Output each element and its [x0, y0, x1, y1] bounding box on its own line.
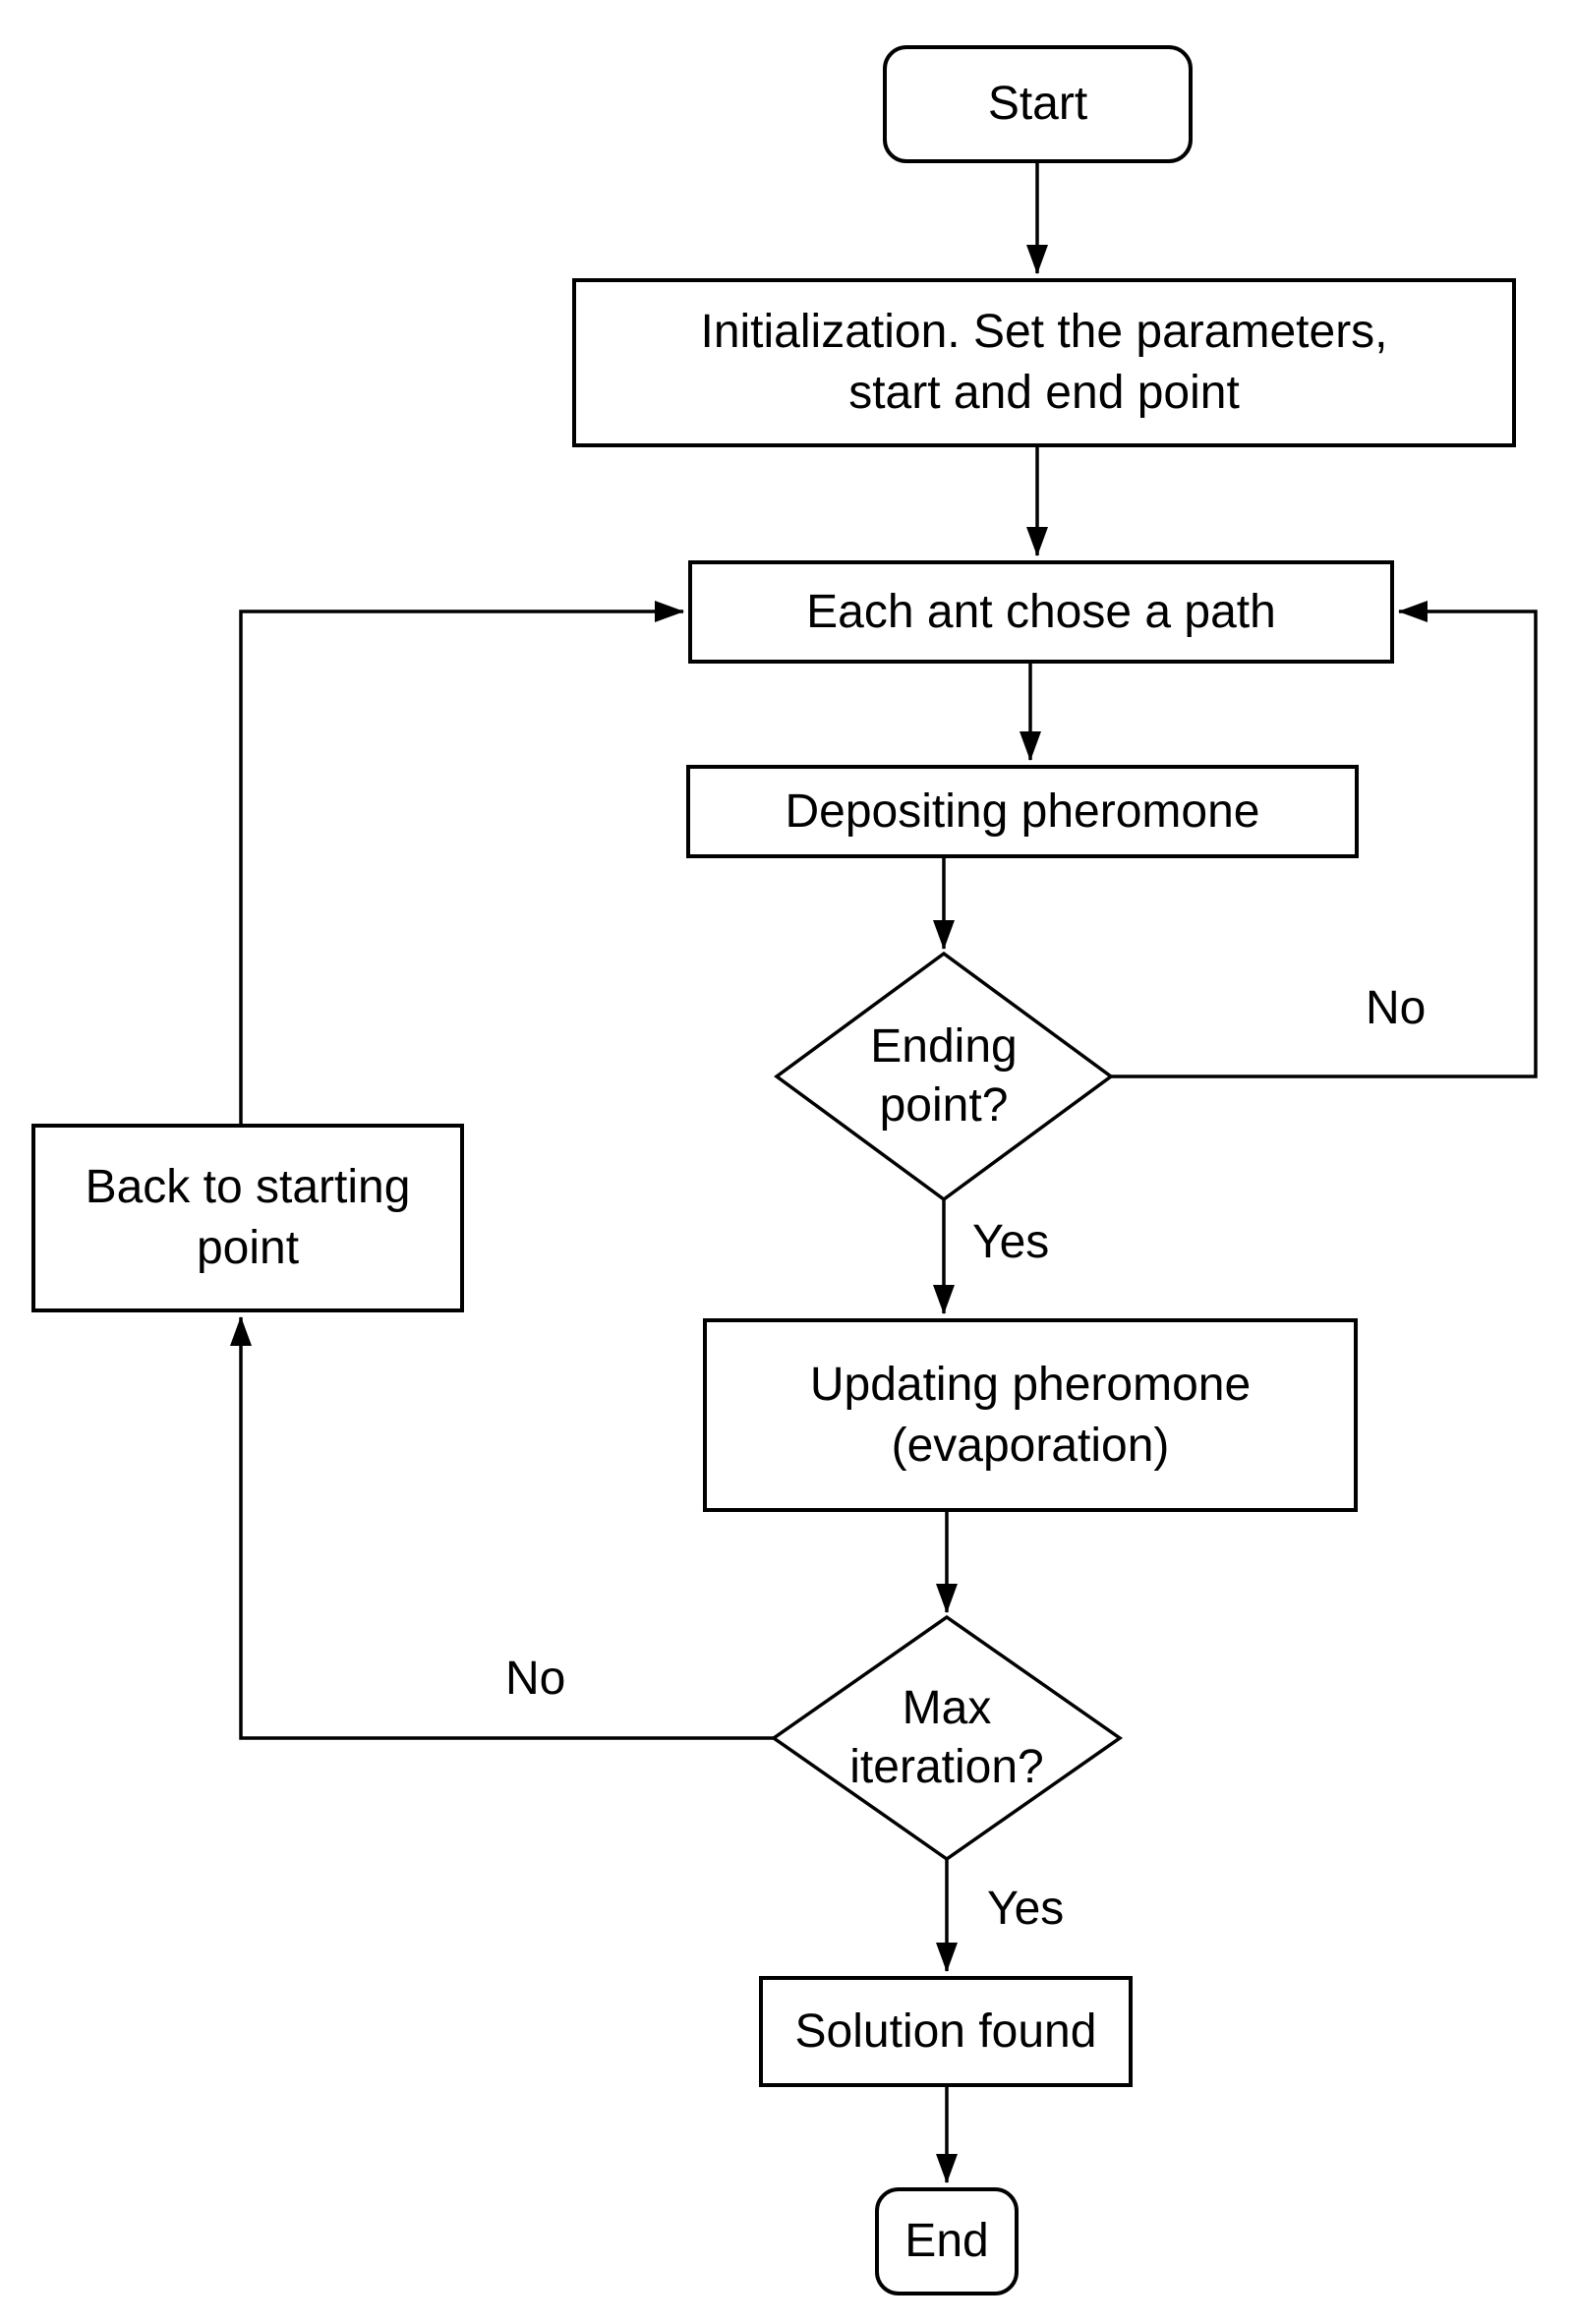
ending-point-decision-text: Ending point? — [777, 954, 1111, 1199]
ending-point-diamond — [774, 951, 1114, 1202]
start-label: Start — [987, 78, 1088, 130]
back-line1: Back to starting — [85, 1161, 411, 1213]
solution-found-node: Solution found — [759, 1976, 1133, 2087]
ending-line2: point? — [879, 1079, 1009, 1132]
ending-yes-label: Yes — [968, 1217, 1054, 1268]
ending-no-label: No — [1362, 983, 1430, 1034]
max-no-label: No — [501, 1654, 570, 1705]
updating-pheromone-node: Updating pheromone (evaporation) — [703, 1318, 1358, 1512]
end-node: End — [875, 2187, 1019, 2295]
max-iteration-decision-text: Max iteration? — [774, 1617, 1120, 1859]
max-yes-label: Yes — [983, 1884, 1069, 1935]
max-line2: iteration? — [849, 1741, 1044, 1793]
back-to-starting-point-node: Back to starting point — [31, 1124, 464, 1312]
ending-line1: Ending — [870, 1020, 1018, 1073]
max-line1: Max — [902, 1682, 992, 1734]
depositing-pheromone-node: Depositing pheromone — [686, 765, 1359, 858]
updating-line2: (evaporation) — [891, 1419, 1170, 1472]
each-ant-chose-path-node: Each ant chose a path — [688, 560, 1394, 664]
solution-label: Solution found — [794, 2004, 1097, 2058]
each-ant-label: Each ant chose a path — [806, 585, 1276, 638]
initialization-line2: start and end point — [848, 367, 1240, 419]
back-line2: point — [196, 1222, 300, 1274]
start-node: Start — [883, 45, 1193, 163]
initialization-line1: Initialization. Set the parameters, — [700, 306, 1388, 358]
edge-ending-no-loop — [1111, 601, 1538, 1078]
updating-line1: Updating pheromone — [809, 1358, 1252, 1411]
edge-max-no-back — [230, 1316, 774, 1740]
depositing-label: Depositing pheromone — [785, 784, 1260, 838]
end-label: End — [904, 2215, 989, 2267]
initialization-node: Initialization. Set the parameters, star… — [572, 278, 1516, 447]
max-iteration-diamond — [770, 1614, 1124, 1862]
edge-back-eachant — [239, 601, 684, 1124]
